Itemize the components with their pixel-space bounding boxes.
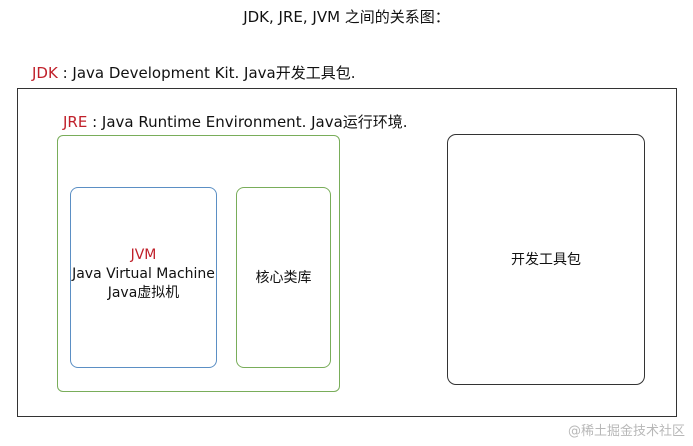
jdk-caption: JDK : Java Development Kit. Java开发工具包.: [32, 62, 355, 83]
dev-tools-box: 开发工具包: [447, 134, 645, 385]
jre-caption: JRE : Java Runtime Environment. Java运行环境…: [63, 111, 408, 132]
jvm-abbr: JVM: [130, 247, 157, 263]
core-library-label: 核心类库: [255, 269, 312, 286]
jvm-full-name: Java Virtual Machine: [72, 266, 215, 282]
jvm-box: JVM Java Virtual Machine Java虚拟机: [70, 187, 217, 368]
dev-tools-label: 开发工具包: [511, 251, 581, 268]
jdk-box: [17, 88, 677, 417]
watermark: @稀土掘金技术社区: [567, 424, 685, 439]
jre-abbr: JRE: [63, 113, 88, 131]
diagram-title: JDK, JRE, JVM 之间的关系图：: [243, 8, 450, 26]
core-library-box: 核心类库: [236, 187, 331, 368]
jre-description: : Java Runtime Environment. Java运行环境.: [87, 113, 408, 131]
jre-box: [57, 135, 340, 392]
jdk-abbr: JDK: [32, 64, 58, 82]
jdk-description: : Java Development Kit. Java开发工具包.: [57, 64, 356, 82]
jvm-chinese-name: Java虚拟机: [107, 285, 180, 301]
